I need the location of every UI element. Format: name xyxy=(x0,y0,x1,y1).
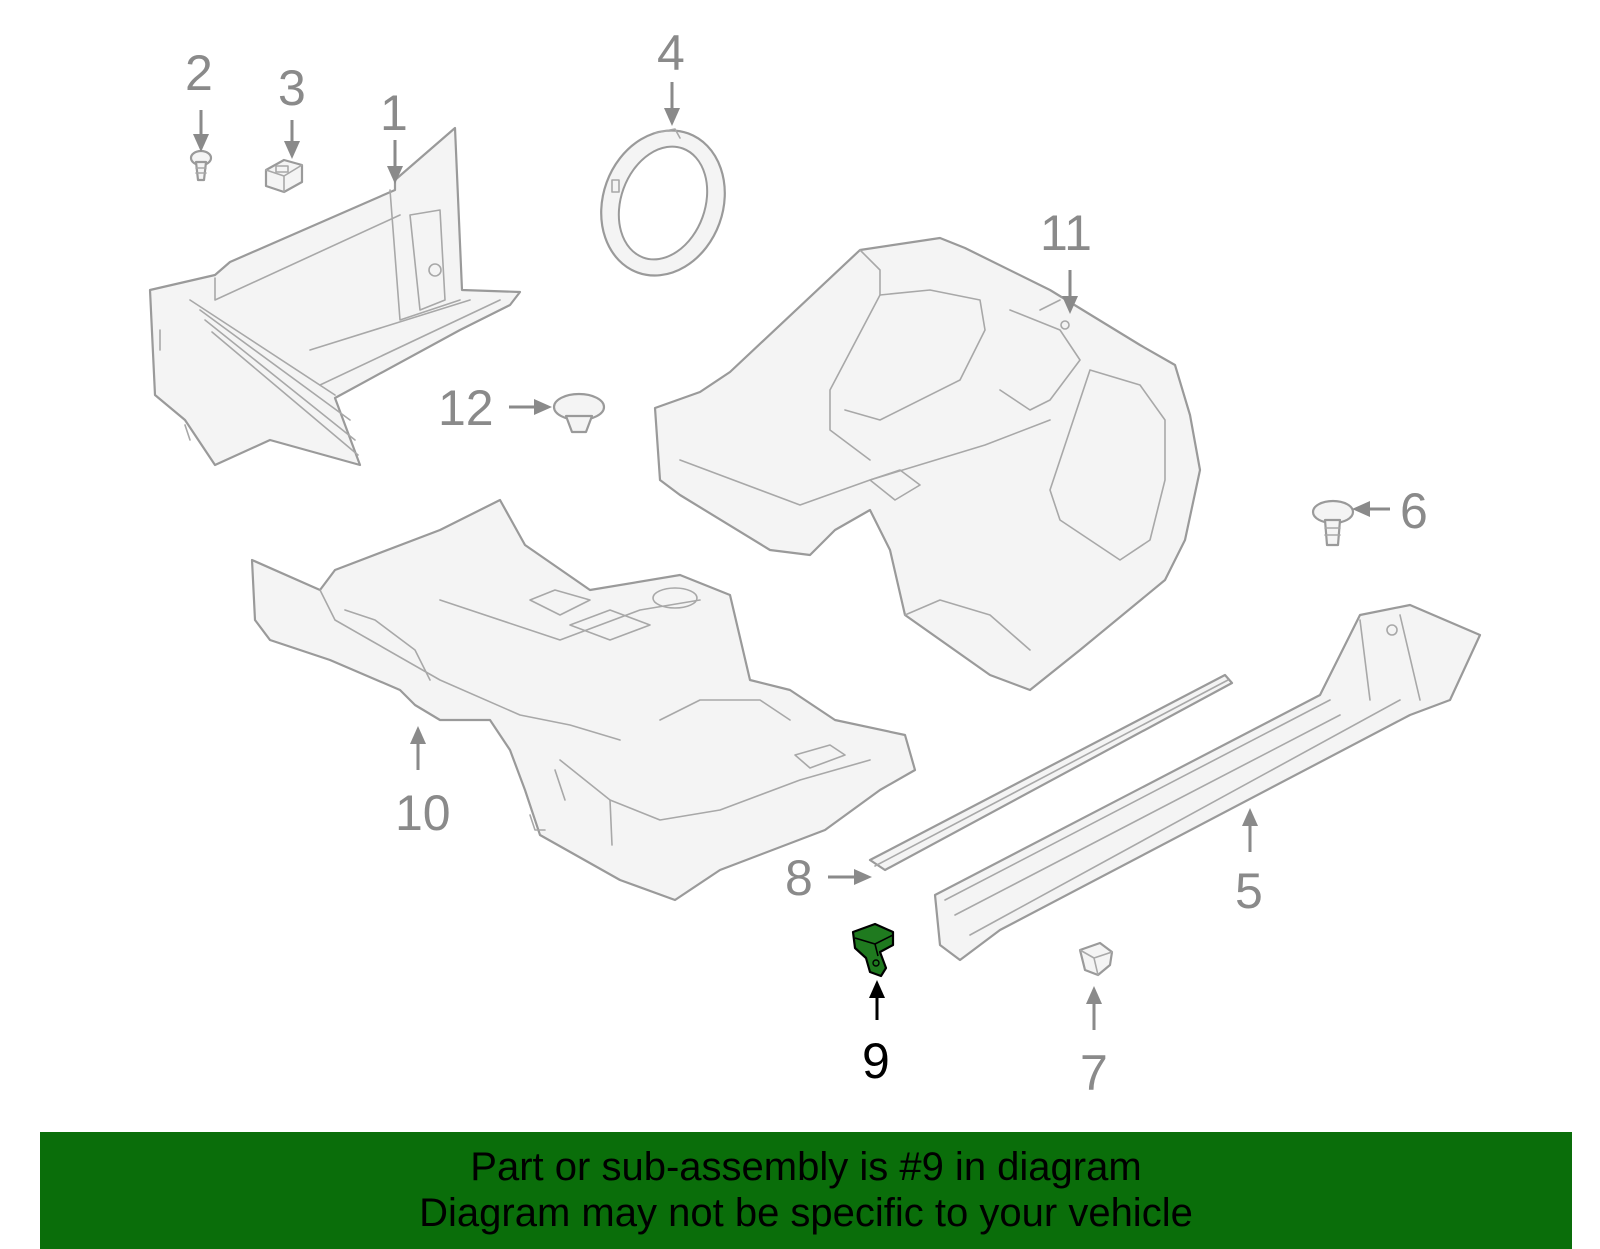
part-10-front-floor[interactable] xyxy=(250,498,917,902)
part-2-screw[interactable] xyxy=(189,149,213,182)
callout-7: 7 xyxy=(1080,1045,1108,1101)
part-5-sill-plate[interactable] xyxy=(933,603,1482,962)
callout-arrows xyxy=(193,82,1390,1030)
callout-2: 2 xyxy=(185,45,213,101)
parts-diagram: 1 2 3 4 5 6 7 8 9 10 11 12 xyxy=(148,25,1482,1101)
part-4-ring-seal[interactable] xyxy=(581,113,744,293)
callout-labels: 1 2 3 4 5 6 7 8 9 10 11 12 xyxy=(185,25,1428,1101)
callout-12: 12 xyxy=(438,380,494,436)
part-11-rear-floor[interactable] xyxy=(653,236,1202,692)
part-1-cowl-panel[interactable] xyxy=(148,126,522,467)
callout-4: 4 xyxy=(657,25,685,81)
callout-9: 9 xyxy=(862,1033,890,1089)
part-7-clip[interactable] xyxy=(1078,941,1114,977)
part-3-clip-nut[interactable] xyxy=(264,158,304,194)
callout-11: 11 xyxy=(1040,205,1092,261)
callout-1: 1 xyxy=(380,85,408,141)
part-6-screw[interactable] xyxy=(1311,499,1355,547)
banner-line-disclaimer: Diagram may not be specific to your vehi… xyxy=(419,1191,1193,1235)
callout-5: 5 xyxy=(1235,863,1263,919)
part-9-clip-highlighted[interactable] xyxy=(851,922,895,978)
banner-line-part: Part or sub-assembly is #9 in diagram xyxy=(470,1145,1142,1189)
part-12-push-pin[interactable] xyxy=(552,392,606,434)
callout-3: 3 xyxy=(278,60,306,116)
part-8-weatherstrip[interactable] xyxy=(868,673,1234,872)
callout-6: 6 xyxy=(1400,483,1428,539)
callout-8: 8 xyxy=(785,850,813,906)
info-banner: Part or sub-assembly is #9 in diagram Di… xyxy=(40,1132,1572,1249)
callout-10: 10 xyxy=(395,785,451,841)
